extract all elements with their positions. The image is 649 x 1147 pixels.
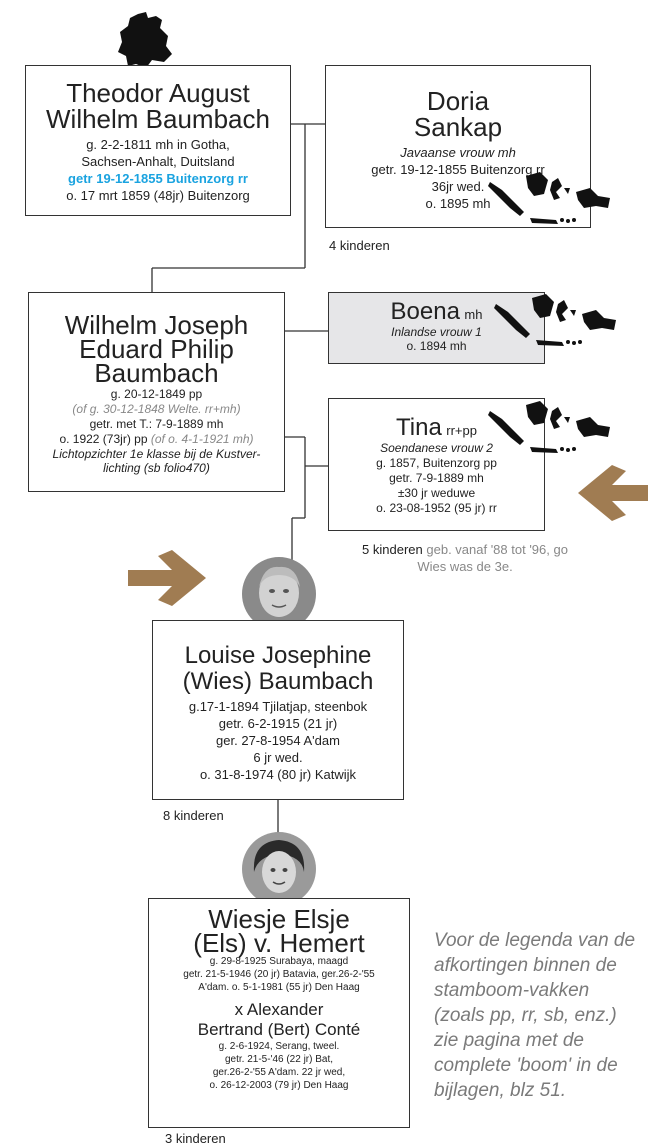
person-name: Wilhelm Baumbach xyxy=(46,104,270,134)
death-line: o. 1894 mh xyxy=(406,339,467,353)
death-line: A'dam. o. 5-1-1981 (55 jr) Den Haag xyxy=(198,982,360,993)
occupation-line: Lichtopzichter 1e klasse bij de Kustver- xyxy=(52,447,261,461)
children-note: Wies was de 3e. xyxy=(417,559,513,574)
occupation-line: lichting (sb folio470) xyxy=(103,461,210,475)
person-name: Sankap xyxy=(413,112,503,142)
children-count: 8 kinderen xyxy=(163,808,224,823)
death-date: o. 1922 (73jr) pp xyxy=(59,432,151,446)
legend-note: Voor de legenda van de afkortingen binne… xyxy=(434,930,636,1101)
spouse-marriage-line: getr. 21-5-'46 (22 jr) Bat, xyxy=(224,1054,334,1065)
person-name: Boena xyxy=(390,298,460,325)
indonesia-map-icon xyxy=(488,401,610,453)
marriage-line: getr. 21-5-1946 (20 jr) Batavia, ger.26-… xyxy=(183,969,375,980)
spouse-birth-line: g. 2-6-1924, Serang, tweel. xyxy=(218,1041,340,1052)
person-box-wiesje: Wiesje Elsje (Els) v. Hemert g. 29-8-192… xyxy=(148,898,410,1128)
birth-line: g. 1857, Buitenzorg pp xyxy=(376,456,497,470)
birth-line: g. 29-8-1925 Surabaya, maagd xyxy=(209,956,349,967)
name-suffix: mh xyxy=(464,307,483,322)
person-name: Tina xyxy=(396,414,442,441)
person-name: Wiesje Elsje xyxy=(208,904,350,934)
person-name: (Els) v. Hemert xyxy=(193,928,365,958)
children-count: 4 kinderen xyxy=(329,238,390,253)
spouse-death-line: o. 26-12-2003 (79 jr) Den Haag xyxy=(209,1080,349,1091)
name-suffix: rr+pp xyxy=(446,423,477,438)
origin-line: Javaanse vrouw mh xyxy=(400,145,516,160)
indonesia-map-icon xyxy=(494,294,616,346)
person-name: Wilhelm Joseph xyxy=(64,310,249,340)
death-line: o. 17 mrt 1859 (48jr) Buitenzorg xyxy=(66,188,250,203)
person-box-louise: Louise Josephine (Wies) Baumbach g.17-1-… xyxy=(152,620,404,800)
person-name: Louise Josephine xyxy=(184,642,372,669)
birth-line: g.17-1-1894 Tjilatjap, steenbok xyxy=(188,699,368,714)
death-line: o. 23-08-1952 (95 jr) rr xyxy=(376,501,497,515)
indonesia-map-icon xyxy=(488,172,610,224)
person-box-doria: Doria Sankap Javaanse vrouw mh getr. 19-… xyxy=(325,65,591,228)
person-name: Eduard Philip xyxy=(79,334,234,364)
marriage-line: getr 19-12-1855 Buitenzorg rr xyxy=(68,171,248,186)
germany-map-icon xyxy=(118,12,172,68)
marriage-line: getr. 19-12-1855 Buitenzorg rr xyxy=(371,162,545,177)
birth-place: Sachsen-Anhalt, Duitsland xyxy=(81,154,235,169)
origin-line: Inlandse vrouw 1 xyxy=(391,325,482,339)
death-line: o. 1922 (73jr) pp (of o. 4-1-1921 mh) xyxy=(29,432,284,447)
alt-birth-line: (of g. 30-12-1848 Welte. rr+mh) xyxy=(72,402,241,416)
person-box-theodor: Theodor August Wilhelm Baumbach g. 2-2-1… xyxy=(25,65,291,216)
arrow-right-icon xyxy=(128,550,206,606)
person-name: Theodor August xyxy=(66,78,250,108)
widow-line: 36jr wed. xyxy=(431,179,485,194)
alt-death-date: (of o. 4-1-1921 mh) xyxy=(150,432,254,446)
person-name: Baumbach xyxy=(94,358,219,388)
person-box-tina: Tina rr+pp Soendanese vrouw 2 g. 1857, B… xyxy=(328,398,545,531)
person-box-boena: Boena mh Inlandse vrouw 1 o. 1894 mh xyxy=(328,292,545,364)
marriage-line: getr. 7-9-1889 mh xyxy=(389,471,484,485)
death-line: o. 31-8-1974 (80 jr) Katwijk xyxy=(199,767,357,782)
children-count-number: 5 kinderen xyxy=(362,542,423,557)
death-line: o. 1895 mh xyxy=(425,196,491,211)
children-count: 3 kinderen xyxy=(165,1131,226,1146)
children-count: 5 kinderen geb. vanaf '88 tot '96, go Wi… xyxy=(340,541,590,575)
spouse-divorce-line: ger.26-2-'55 A'dam. 22 jr wed, xyxy=(212,1067,346,1078)
widow-line: 6 jr wed. xyxy=(253,750,303,765)
widow-line: ±30 jr weduwe xyxy=(397,486,476,500)
divorce-line: ger. 27-8-1954 A'dam xyxy=(216,733,340,748)
arrow-left-icon xyxy=(578,465,648,521)
person-name: (Wies) Baumbach xyxy=(182,668,374,695)
marriage-line: getr. 6-2-1915 (21 jr) xyxy=(218,716,338,731)
children-note: geb. vanaf '88 tot '96, go xyxy=(422,542,568,557)
person-name: Doria xyxy=(426,86,490,116)
origin-line: Soendanese vrouw 2 xyxy=(380,441,493,455)
birth-line: g. 20-12-1849 pp xyxy=(110,387,203,401)
portrait-photo-wiesje xyxy=(242,832,316,906)
birth-line: g. 2-2-1811 mh in Gotha, xyxy=(86,137,230,152)
spouse-name: x Alexander xyxy=(234,1000,324,1019)
spouse-name: Bertrand (Bert) Conté xyxy=(197,1020,361,1039)
marriage-line: getr. met T.: 7-9-1889 mh xyxy=(89,417,224,431)
person-box-wilhelm: Wilhelm Joseph Eduard Philip Baumbach g.… xyxy=(28,292,285,492)
